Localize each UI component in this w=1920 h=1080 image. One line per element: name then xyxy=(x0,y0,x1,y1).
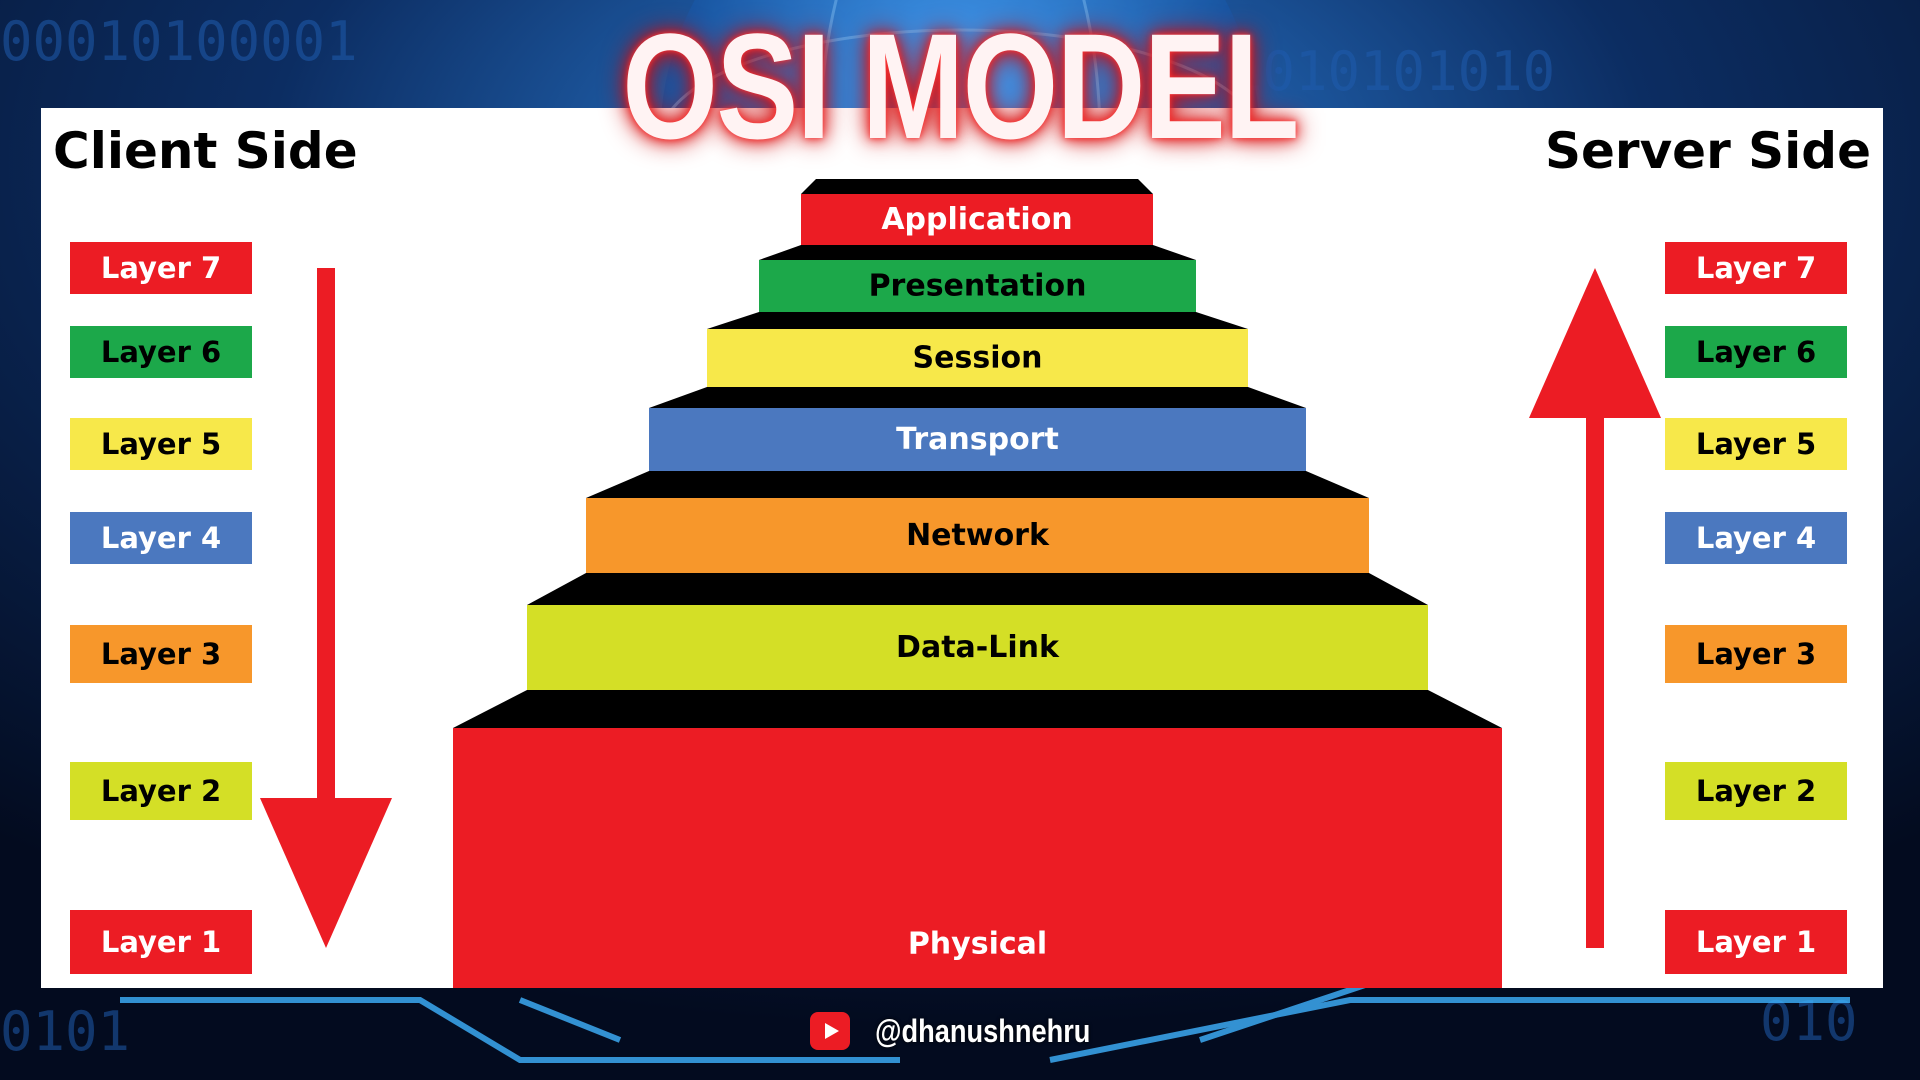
step-physical xyxy=(453,728,1502,988)
client-layer-6-badge: Layer 6 xyxy=(70,326,252,378)
step-top-application xyxy=(801,179,1153,194)
client-layer-7-badge: Layer 7 xyxy=(70,242,252,294)
step-label-data-link: Data-Link xyxy=(896,630,1060,665)
step-network xyxy=(586,498,1369,573)
client-layer-3-badge: Layer 3 xyxy=(70,625,252,683)
client-layer-4-badge: Layer 4 xyxy=(70,512,252,564)
client-layer-5-badge: Layer 5 xyxy=(70,418,252,470)
server-layer-5-badge: Layer 5 xyxy=(1665,418,1847,470)
osi-pyramid: ApplicationPresentationSessionTransportN… xyxy=(453,179,1502,988)
server-side-title: Server Side xyxy=(1544,122,1871,180)
step-presentation xyxy=(759,260,1196,312)
client-layer-2-badge: Layer 2 xyxy=(70,762,252,820)
client-layer-1-badge: Layer 1 xyxy=(70,910,252,974)
page-title: OSI MODEL xyxy=(622,2,1299,170)
footer: @dhanushnehru xyxy=(0,1012,1920,1050)
arrow-down-icon xyxy=(260,268,392,948)
step-data-link xyxy=(527,605,1428,690)
step-top-physical xyxy=(453,690,1502,728)
channel-handle[interactable]: @dhanushnehru xyxy=(875,1012,1091,1049)
step-application xyxy=(801,194,1153,245)
svg-text:1010101010: 1010101010 xyxy=(1230,40,1555,103)
server-layer-4-badge: Layer 4 xyxy=(1665,512,1847,564)
step-label-session: Session xyxy=(913,341,1043,376)
step-label-network: Network xyxy=(906,518,1050,553)
step-label-transport: Transport xyxy=(896,422,1059,457)
step-label-presentation: Presentation xyxy=(869,269,1087,304)
step-top-data-link xyxy=(527,573,1428,605)
client-side-title: Client Side xyxy=(53,122,358,180)
server-layer-7-badge: Layer 7 xyxy=(1665,242,1847,294)
step-top-transport xyxy=(649,387,1306,408)
server-layer-6-badge: Layer 6 xyxy=(1665,326,1847,378)
step-session xyxy=(707,329,1248,387)
server-layer-1-badge: Layer 1 xyxy=(1665,910,1847,974)
server-layer-3-badge: Layer 3 xyxy=(1665,625,1847,683)
svg-text:0101: 0101 xyxy=(0,1000,130,1063)
step-top-presentation xyxy=(759,245,1196,260)
arrow-up-icon xyxy=(1529,268,1661,948)
server-layer-2-badge: Layer 2 xyxy=(1665,762,1847,820)
step-top-session xyxy=(707,312,1248,329)
step-transport xyxy=(649,408,1306,471)
youtube-icon xyxy=(810,1012,851,1050)
network-lines xyxy=(120,977,1850,1063)
svg-text:00010100001: 00010100001 xyxy=(0,10,358,73)
step-top-network xyxy=(586,471,1369,498)
step-label-application: Application xyxy=(881,202,1072,237)
step-label-physical: Physical xyxy=(908,927,1047,962)
